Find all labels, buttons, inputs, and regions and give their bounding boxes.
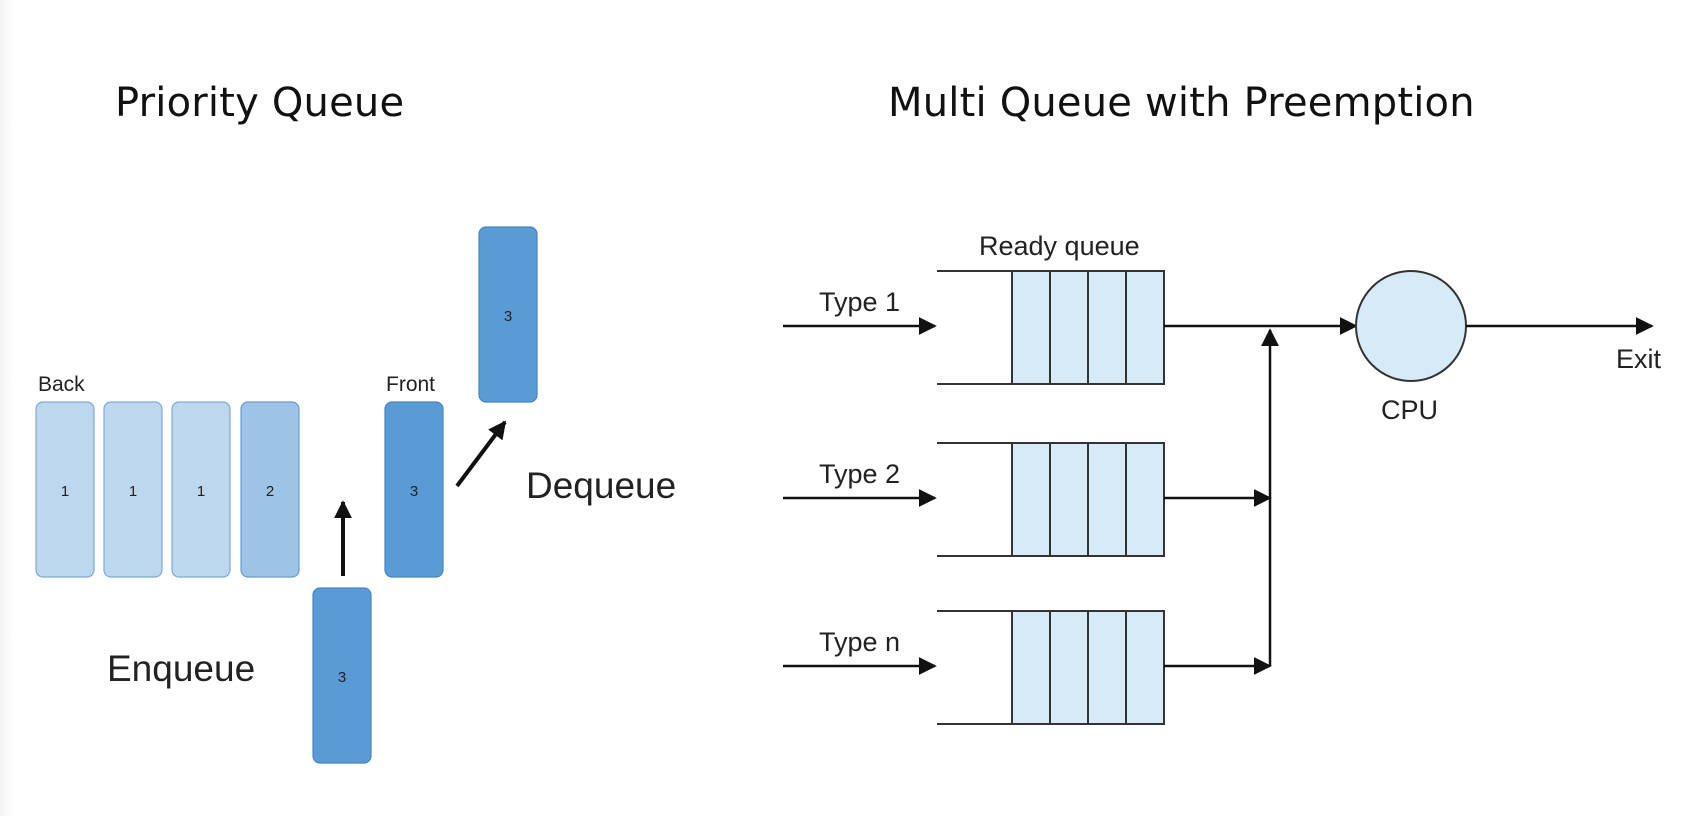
queue-item: 1 xyxy=(103,401,163,578)
queue-item: 1 xyxy=(35,401,95,578)
enqueued-item-value: 3 xyxy=(338,669,346,686)
dequeue-label: Dequeue xyxy=(526,465,676,506)
type-label: Type 1 xyxy=(819,287,900,317)
queue-item-value: 1 xyxy=(197,483,205,500)
multi-queue-diagram: Ready queue Type 1 Type 2 xyxy=(783,231,1662,725)
queue-row-2: Type 2 xyxy=(783,442,1165,557)
queue-item-value: 2 xyxy=(266,483,274,500)
queue-item-front: 3 xyxy=(384,401,444,578)
type-label: Type n xyxy=(819,627,900,657)
queue-item: 1 xyxy=(171,401,231,578)
type-label: Type 2 xyxy=(819,459,900,489)
queue-item-value: 1 xyxy=(61,483,69,500)
dequeued-item-value: 3 xyxy=(504,308,512,325)
cpu-circle xyxy=(1355,270,1467,382)
priority-queue-diagram: Back Front 1 1 1 2 3 xyxy=(35,226,676,764)
multi-queue-title: Multi Queue with Preemption xyxy=(888,80,1475,126)
queue-item: 2 xyxy=(240,401,300,578)
back-label: Back xyxy=(38,373,85,396)
priority-queue-title: Priority Queue xyxy=(115,80,405,126)
ready-queue-label: Ready queue xyxy=(979,231,1140,261)
queue-row-n: Type n xyxy=(783,610,1165,725)
exit-label: Exit xyxy=(1616,344,1662,374)
enqueue-label: Enqueue xyxy=(107,648,255,689)
queue-row-1: Type 1 xyxy=(783,270,1165,385)
front-label: Front xyxy=(386,373,435,396)
queue-item-value: 3 xyxy=(410,483,418,500)
cpu-label: CPU xyxy=(1381,395,1438,425)
dequeue-arrow xyxy=(455,420,507,488)
queue-item-value: 1 xyxy=(129,483,137,500)
dequeued-item: 3 xyxy=(478,226,538,403)
enqueued-item: 3 xyxy=(312,587,372,764)
